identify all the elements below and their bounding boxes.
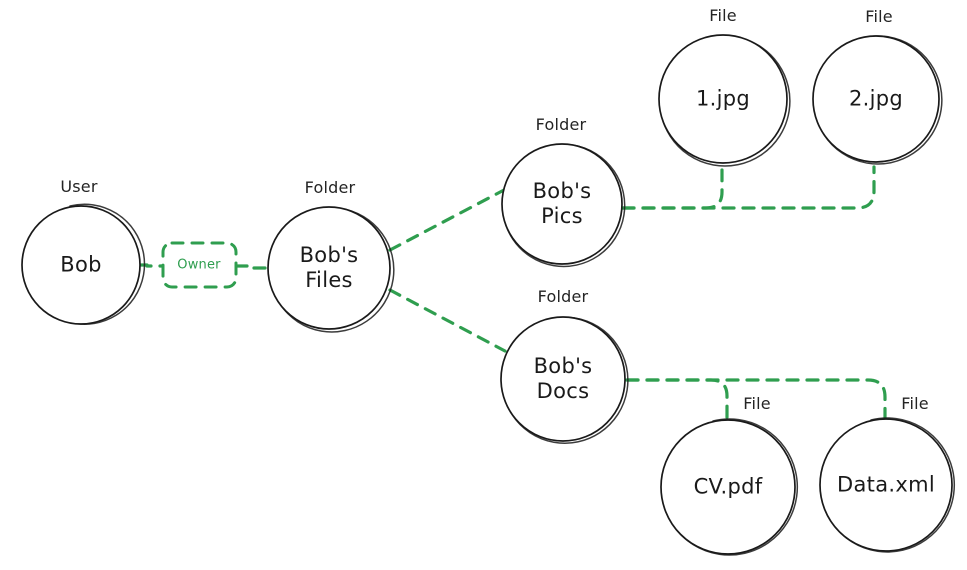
edge-docs-dataxml: [625, 378, 887, 422]
node-bobs-docs-circle[interactable]: [500, 316, 626, 442]
node-bobs-files[interactable]: [267, 206, 395, 333]
node-bobs-files-circle[interactable]: [267, 206, 391, 330]
node-cv-pdf-circle[interactable]: [660, 419, 796, 555]
node-cv-pdf[interactable]: [660, 418, 799, 556]
relationship-box[interactable]: [161, 241, 238, 289]
edge-files-docs: [388, 288, 507, 353]
edge-pics-jpg2: [621, 165, 876, 210]
edge-group: [139, 165, 887, 422]
node-bobs-pics[interactable]: [501, 143, 626, 268]
node-1-jpg[interactable]: [658, 34, 791, 167]
node-1-jpg-circle[interactable]: [658, 34, 788, 164]
node-bobs-pics-circle[interactable]: [501, 143, 623, 265]
node-bob-circle[interactable]: [21, 205, 141, 325]
node-bobs-docs[interactable]: [500, 316, 629, 444]
node-group: [21, 34, 956, 556]
node-data-xml[interactable]: [819, 417, 956, 553]
edge-owner-files: [234, 264, 269, 270]
edge-pics-jpg1: [621, 168, 724, 210]
node-bob[interactable]: [21, 203, 146, 325]
edge-docs-cvpdf: [625, 378, 729, 422]
edge-files-pics: [388, 188, 506, 252]
node-2-jpg[interactable]: [812, 35, 943, 165]
node-data-xml-circle[interactable]: [819, 418, 953, 552]
relationship-owner[interactable]: [161, 241, 238, 289]
node-2-jpg-circle[interactable]: [812, 35, 940, 163]
